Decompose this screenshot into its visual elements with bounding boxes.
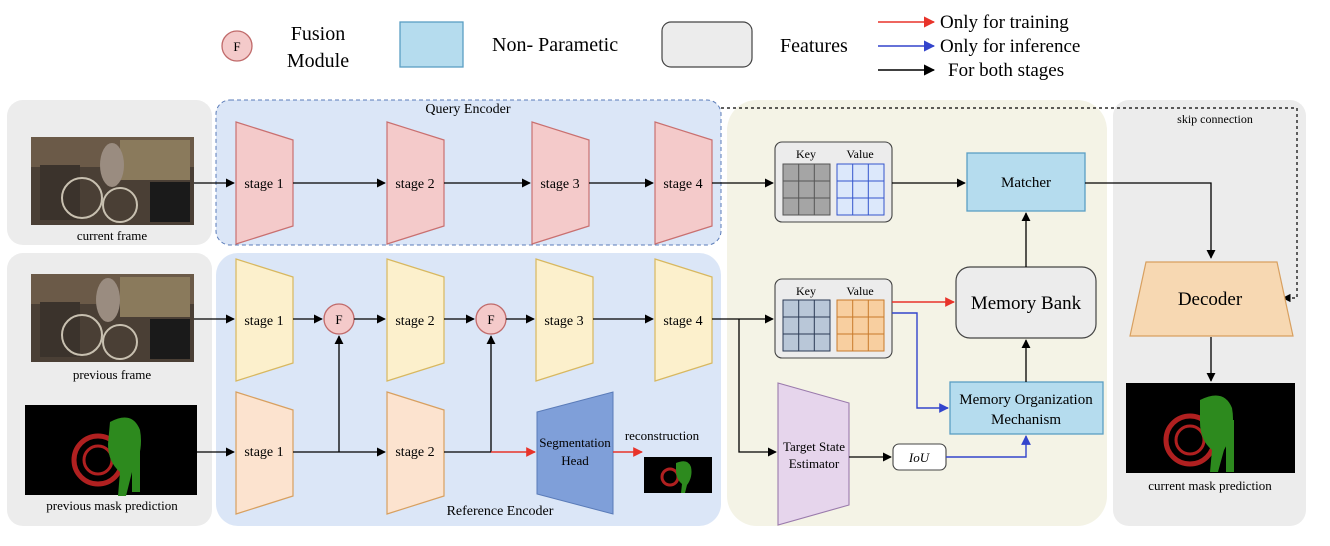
legend-nonparametric-swatch [399, 21, 464, 68]
query-stage-2-label: stage 2 [395, 177, 434, 192]
legend-features-swatch [661, 21, 753, 68]
current-mask-label: current mask prediction [1148, 478, 1272, 493]
query-key-label: Key [796, 147, 816, 161]
current-frame-label: current frame [77, 228, 148, 243]
memory-organization-label-2: Mechanism [991, 412, 1061, 428]
mask-stage-1 [235, 391, 294, 515]
ref-stage-4 [654, 258, 713, 382]
ref-key-grid [782, 299, 831, 352]
ref-stage-2 [386, 258, 445, 382]
segmentation-head [536, 391, 614, 515]
current-mask-image [1126, 383, 1295, 473]
legend-fusion-label-2: Module [287, 50, 349, 72]
fusion-module-2-label: F [487, 312, 494, 327]
previous-frame-label: previous frame [73, 367, 152, 382]
ref-stage-3 [535, 258, 594, 382]
fusion-module-1-label: F [335, 312, 342, 327]
legend-nonparametric-label: Non- Parametic [492, 34, 618, 56]
segmentation-head-label-1: Segmentation [539, 435, 611, 450]
target-state-estimator-label-1: Target State [783, 439, 845, 454]
previous-mask-image [25, 405, 197, 496]
memory-organization-label-1: Memory Organization [959, 392, 1093, 408]
ref-value-grid [836, 299, 885, 352]
mask-stage-1-label: stage 1 [244, 445, 283, 460]
query-value-grid [836, 163, 885, 216]
ref-value-label: Value [846, 284, 873, 298]
query-stage-3 [531, 121, 590, 245]
reconstruction-image [644, 457, 712, 493]
matcher-label: Matcher [1001, 175, 1051, 191]
segmentation-head-label-2: Head [561, 453, 589, 468]
query-value-label: Value [846, 147, 873, 161]
mask-stage-2 [386, 391, 445, 515]
memory-arrows [849, 178, 1216, 462]
reference-encoder-title: Reference Encoder [447, 504, 554, 519]
legend-fusion-icon [221, 30, 253, 62]
decoder-block [1129, 261, 1294, 337]
reconstruction-label: reconstruction [625, 428, 700, 443]
legend: F Fusion Module Non- Parametic Features … [221, 12, 1080, 81]
query-stage-3-label: stage 3 [540, 177, 579, 192]
iou-inference-arrow [946, 435, 1031, 458]
previous-mask-label: previous mask prediction [46, 498, 178, 513]
mask-stage-2-label: stage 2 [395, 445, 434, 460]
current-frame-image [31, 137, 194, 225]
query-encoder-title: Query Encoder [425, 102, 510, 117]
legend-fusion-label-1: Fusion [291, 23, 345, 45]
query-stage-2 [386, 121, 445, 245]
query-encoder-box [215, 99, 722, 246]
memory-org-inference-arrow [892, 312, 949, 413]
query-stage-4-label: stage 4 [663, 177, 702, 192]
skip-connection-label: skip connection [1177, 112, 1253, 126]
query-key-grid [782, 163, 831, 216]
target-state-estimator-label-2: Estimator [789, 456, 840, 471]
reference-arrows [194, 314, 777, 457]
memory-bank-label: Memory Bank [971, 293, 1082, 314]
ref-key-label: Key [796, 284, 816, 298]
legend-features-label: Features [780, 35, 848, 57]
ref-stage-2-label: stage 2 [395, 314, 434, 329]
ref-stage-1 [235, 258, 294, 382]
legend-inference-label: Only for inference [940, 36, 1080, 57]
decoder-label: Decoder [1178, 289, 1243, 310]
ref-stage-4-label: stage 4 [663, 314, 702, 329]
matcher-box [966, 152, 1086, 212]
legend-both-label: For both stages [948, 60, 1064, 81]
legend-fusion-letter: F [233, 39, 240, 54]
query-stage-1 [235, 121, 294, 245]
iou-label: IoU [908, 450, 931, 465]
legend-training-label: Only for training [940, 12, 1069, 33]
ref-stage-1-label: stage 1 [244, 314, 283, 329]
skip-connection [721, 107, 1298, 303]
query-stage-1-label: stage 1 [244, 177, 283, 192]
query-stage-4 [654, 121, 713, 245]
previous-frame-image [31, 274, 194, 362]
ref-stage-3-label: stage 3 [544, 314, 583, 329]
target-state-estimator [777, 382, 850, 526]
